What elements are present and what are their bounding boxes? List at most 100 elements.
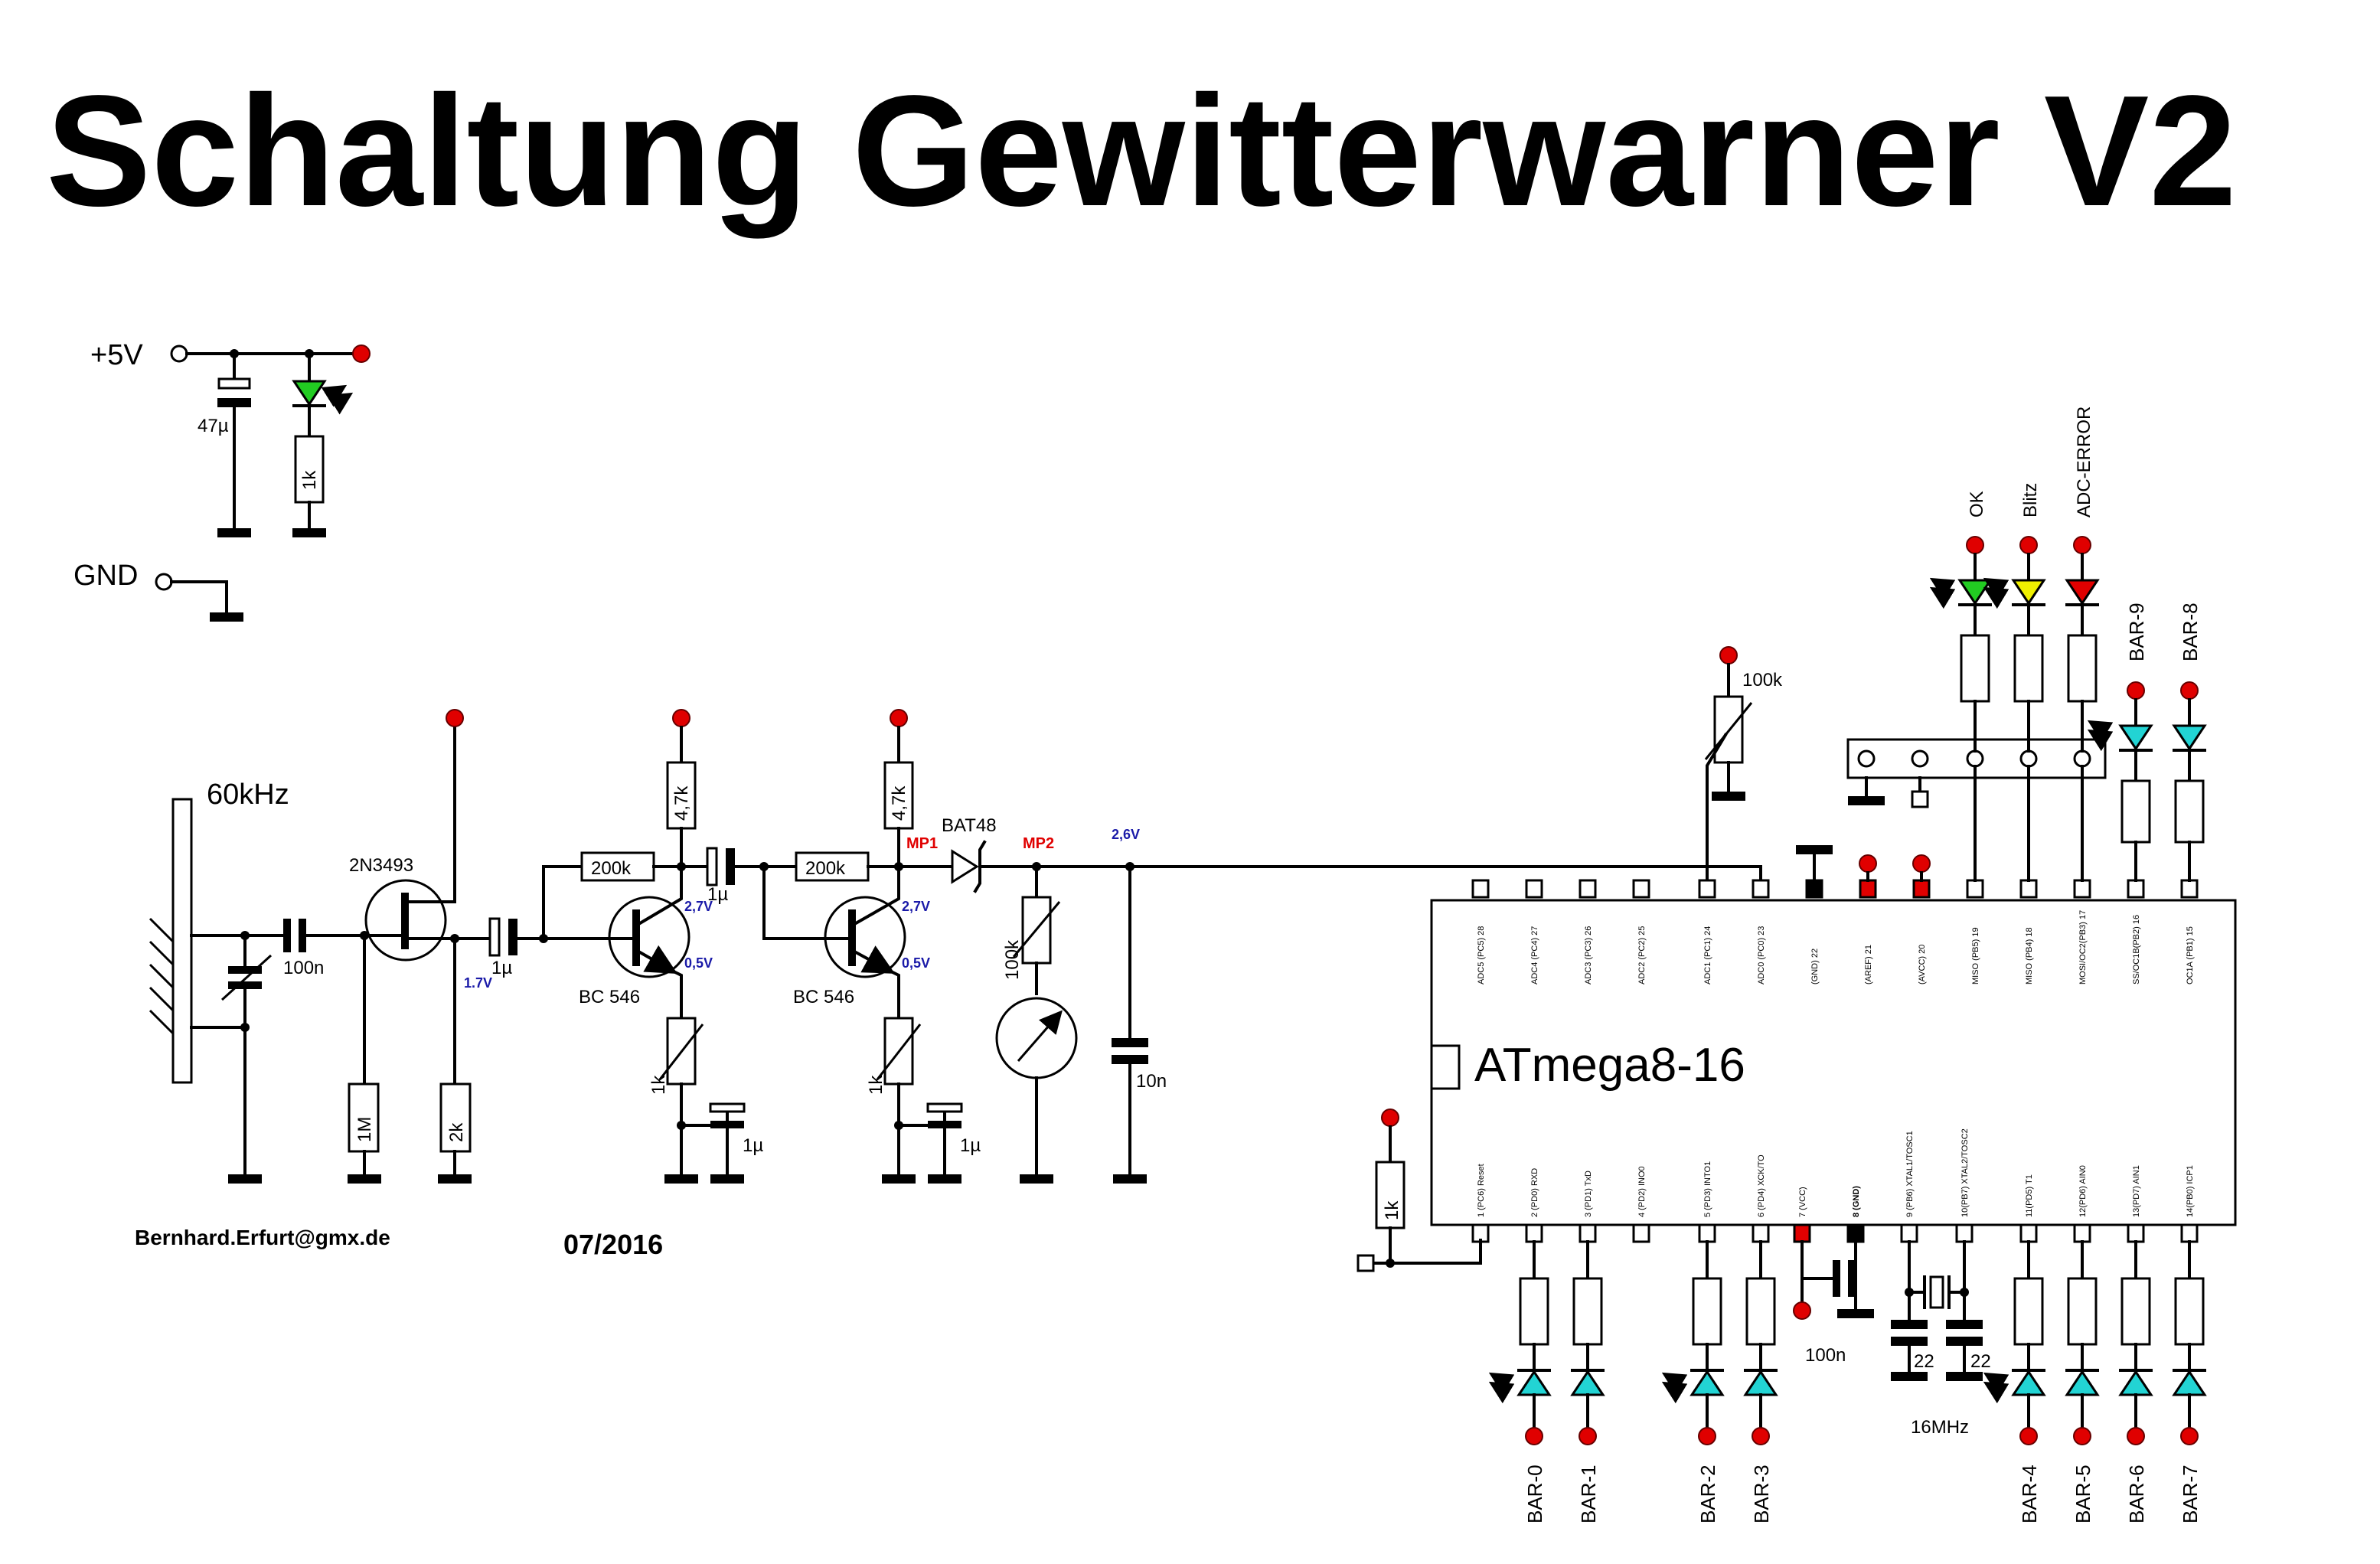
chip-pin-top — [1912, 879, 1931, 899]
chip-pin-label: MISO (PB5) 19 — [1971, 927, 1980, 984]
detector: BAT48 MP2 2,6V 100k 10n — [897, 815, 1762, 1184]
chip-pin-top — [1859, 879, 1877, 899]
chip-notch — [1430, 1044, 1461, 1090]
chip-pin-label: (GND) 22 — [1810, 949, 1820, 984]
chip-pin-label: 4 (PD2) INO0 — [1637, 1166, 1647, 1217]
res-200k-b — [795, 851, 870, 882]
stage3-vc: 2,7V — [902, 899, 930, 914]
chip-pin-bottom — [1752, 1223, 1770, 1243]
chip-pin-bottom — [1900, 1223, 1918, 1243]
res-4k7-a-label: 4,7k — [671, 785, 692, 821]
cap-47u-label: 47µ — [198, 416, 229, 436]
chip-bottom-pins: 1 (PC6) Reset 2 (PD0) RXD 3 (PD1) TxD 4 (PD… — [1471, 1128, 2199, 1243]
bar-led-top-1 — [2172, 724, 2207, 751]
res-1k-power-label: 1k — [299, 470, 320, 490]
bar-led-bottom-1 — [1570, 1370, 1605, 1396]
res-200k-a — [580, 851, 655, 882]
diode-label: BAT48 — [942, 815, 997, 836]
diagram-date: 07/2016 — [563, 1229, 663, 1260]
chip-pin-label: 5 (PD3) INTO1 — [1703, 1161, 1712, 1217]
res-4k7-a — [666, 761, 697, 830]
chip-pin-label: OC1A (PB1) 15 — [2186, 926, 2195, 984]
decoupling-label: 100n — [1805, 1345, 1846, 1366]
chip-pin-bottom — [1525, 1223, 1543, 1243]
chip-pin-top — [1805, 879, 1823, 899]
meter — [995, 997, 1078, 1079]
bar-led-bottom-7 — [2172, 1370, 2207, 1396]
chip-pin-label: 12(PD6) AIN0 — [2078, 1165, 2088, 1217]
chip-pin-top — [2180, 879, 2199, 899]
stage2-ve: 0,5V — [684, 955, 713, 971]
chip-pin-top — [1752, 879, 1770, 899]
chip-pin-label: (AREF) 21 — [1864, 945, 1873, 984]
chip-pin-top — [1698, 879, 1716, 899]
adc-pot: 100k — [1704, 646, 1783, 882]
bar-led-bottom-5 — [2065, 1370, 2100, 1396]
bar-led-top-0 — [2118, 724, 2153, 751]
pot-100k-label: 100k — [1002, 939, 1023, 980]
mp1-label: MP1 — [906, 835, 938, 852]
crystal-c2-label: 22 — [1970, 1351, 1991, 1372]
chip-pin-top — [1525, 879, 1543, 899]
bar-led-label: BAR-5 — [2071, 1464, 2094, 1523]
reset-circuit: 1k — [1357, 1109, 1482, 1272]
chip-pin-label: 1 (PC6) Reset — [1477, 1164, 1486, 1217]
bar-led-bottom-6 — [2118, 1370, 2153, 1396]
bar-led-label: BAR-1 — [1577, 1464, 1600, 1523]
status-led-0 — [1957, 579, 1993, 606]
chip-pin-label: SS/OC1B(PB2) 16 — [2132, 915, 2141, 984]
chip-pin-top — [1471, 879, 1490, 899]
chip-pin-label: 9 (PB6) XTAL1/TOSC1 — [1905, 1131, 1915, 1217]
status-led-1 — [2011, 579, 2046, 606]
bar-led-label: BAR-3 — [1750, 1464, 1773, 1523]
chip-pin-label: 11(PD5) T1 — [2025, 1174, 2034, 1217]
bar-led-label: BAR-9 — [2125, 602, 2148, 661]
author-email: Bernhard.Erfurt@gmx.de — [135, 1226, 390, 1249]
stage-1: 2N3493 1M 2k 1.7V 1µ — [348, 709, 583, 1184]
bar-led-label: BAR-4 — [2018, 1464, 2041, 1523]
crystal-c1-label: 22 — [1914, 1351, 1934, 1372]
stage3-cemit-label: 1µ — [960, 1135, 981, 1156]
status-led-label: OK — [1967, 491, 1987, 518]
stage-2: 200k 4,7k 2,7V 0,5V BC 546 1k 1µ 1µ — [542, 709, 798, 1184]
chip-pin-bottom — [1632, 1223, 1650, 1243]
chip-pin-label: ADC4 (PC4) 27 — [1530, 926, 1539, 984]
chip-pin-label: MISO (PB4) 18 — [2025, 927, 2034, 984]
gnd-terminal — [155, 573, 173, 591]
stage-3: 200k 4,7k MP1 2,7V 0,5V BC 546 1k 1µ — [762, 709, 981, 1184]
chip-pin-label: 2 (PD0) RXD — [1530, 1168, 1539, 1217]
chip-pin-label: MOSI/OC2(PB3) 17 — [2078, 910, 2088, 984]
chip-pin-top — [1579, 879, 1597, 899]
bar-led-bottom-0 — [1516, 1370, 1552, 1396]
vcc-label: +5V — [90, 339, 143, 371]
crystal-freq-label: 16MHz — [1911, 1417, 1969, 1438]
bar-led-label: BAR-6 — [2125, 1464, 2148, 1523]
chip-pin-label: ADC2 (PC2) 25 — [1637, 926, 1647, 984]
bjt-b-label: BC 546 — [793, 987, 854, 1007]
stage1-voltage: 1.7V — [464, 975, 492, 991]
status-led-2 — [2065, 579, 2100, 606]
chip-pin-top — [2019, 879, 2038, 899]
chip-pin-top — [1632, 879, 1650, 899]
chip-body — [1430, 899, 2237, 1226]
chip-pin-bottom — [1793, 1223, 1811, 1243]
chip-pin-label: 3 (PD1) TxD — [1584, 1171, 1593, 1217]
cap-47u — [217, 377, 251, 390]
stage2-vc: 2,7V — [684, 899, 713, 914]
chip-pin-bottom — [2180, 1223, 2199, 1243]
antenna-freq: 60kHz — [207, 779, 289, 811]
power-supply: +5V 47µ 1k GND — [73, 339, 371, 622]
chip-pin-bottom — [1698, 1223, 1716, 1243]
res-4k7-b-label: 4,7k — [889, 785, 909, 821]
power-led — [292, 380, 327, 407]
bar-led-bottom-2 — [1690, 1370, 1725, 1396]
stage3-ve: 0,5V — [902, 955, 930, 971]
gnd-label: GND — [73, 560, 138, 592]
bjt-a-label: BC 546 — [579, 987, 640, 1007]
chip-pin-label: ADC5 (PC5) 28 — [1477, 926, 1486, 984]
chip-pin-label: 8 (GND) — [1852, 1186, 1861, 1217]
antenna-cap-label: 100n — [283, 958, 324, 978]
